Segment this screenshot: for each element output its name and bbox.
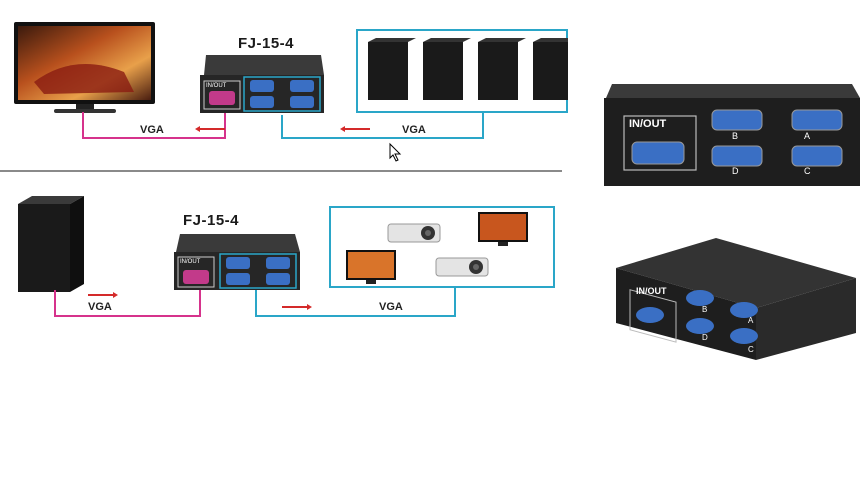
photo-bottom-port-label: IN/OUT	[636, 286, 667, 296]
photo-bottom-port-a: A	[748, 316, 754, 325]
bottom-vga-left-label: VGA	[88, 301, 112, 313]
tv-monitor-image	[14, 22, 155, 113]
product-photo-bottom	[616, 238, 856, 360]
projector-image-2	[435, 257, 489, 277]
tv-image-small-2	[346, 250, 396, 284]
top-vga-left-label: VGA	[140, 124, 164, 136]
vga-switch-device-bottom	[174, 234, 300, 290]
photo-top-port-b: B	[732, 131, 739, 141]
top-model-label: FJ-15-4	[238, 35, 295, 52]
photo-bottom-port-c: C	[748, 345, 754, 354]
product-photo-top	[604, 84, 860, 186]
photo-top-port-c: C	[804, 166, 811, 176]
mouse-cursor-icon	[389, 142, 402, 162]
pc-tower-image	[18, 196, 84, 292]
photo-top-port-d: D	[732, 166, 739, 176]
projector-image-1	[387, 223, 441, 243]
photo-top-port-label: IN/OUT	[629, 118, 667, 130]
top-port-label: IN/OUT	[206, 83, 227, 89]
photo-top-port-a: A	[804, 131, 811, 141]
top-vga-right-label: VGA	[402, 124, 426, 136]
bottom-vga-right-label: VGA	[379, 301, 403, 313]
pc-towers-image	[368, 38, 568, 100]
bottom-model-label: FJ-15-4	[183, 212, 240, 229]
vga-switch-device-top	[200, 55, 324, 113]
section-divider	[0, 170, 562, 172]
photo-bottom-port-b: B	[702, 305, 708, 314]
bottom-port-label: IN/OUT	[180, 259, 201, 265]
tv-image-small-1	[478, 212, 528, 246]
photo-bottom-port-d: D	[702, 333, 708, 342]
